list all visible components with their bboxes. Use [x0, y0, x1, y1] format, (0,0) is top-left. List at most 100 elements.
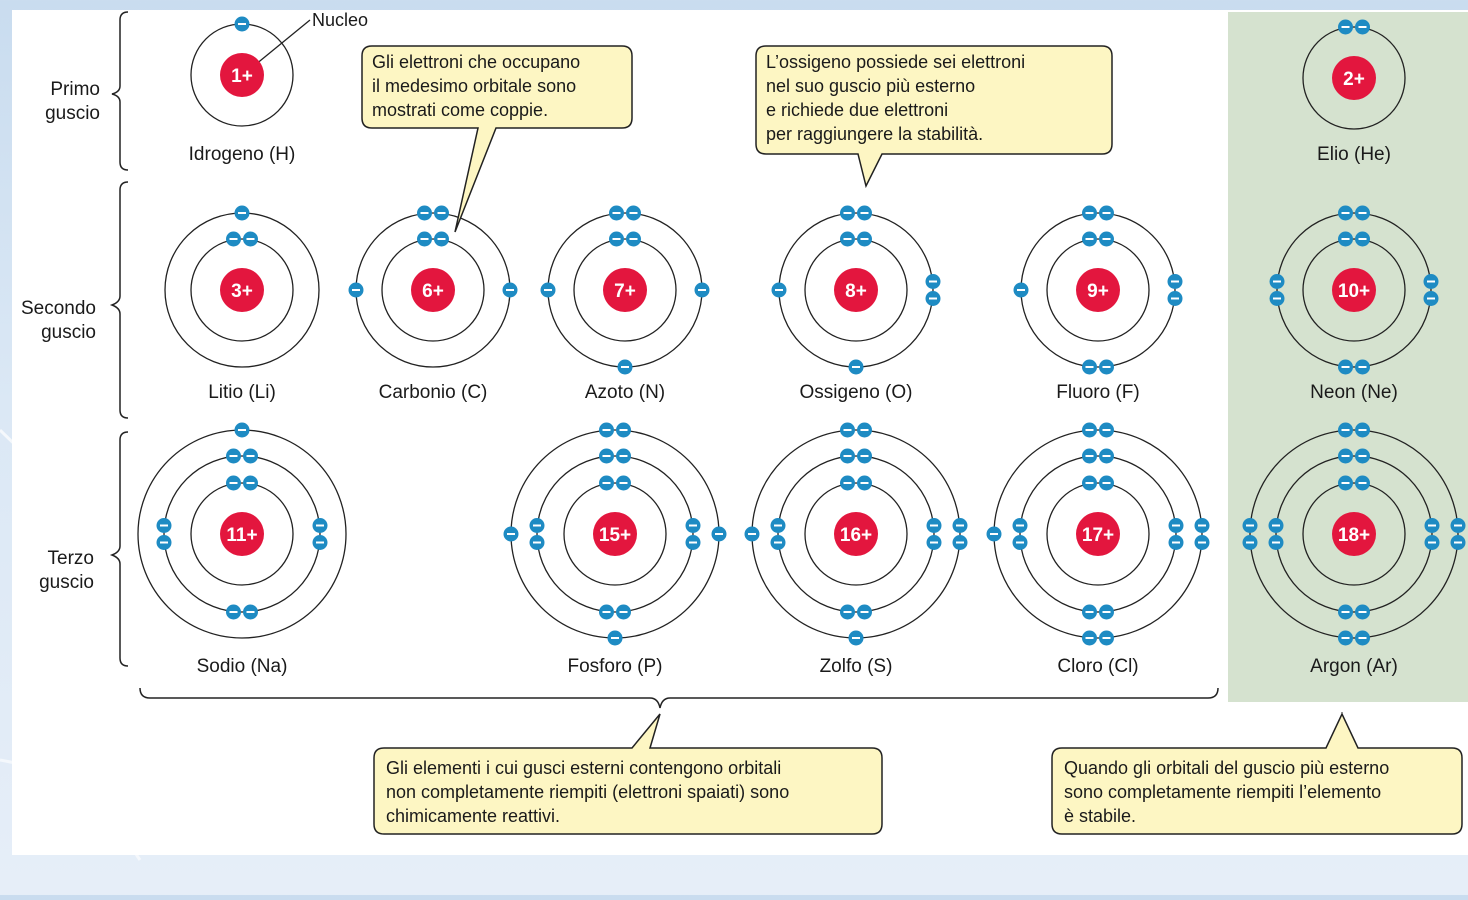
electron: [1194, 535, 1210, 550]
electron: [1450, 518, 1466, 533]
electron: [1099, 205, 1114, 221]
electron: [770, 535, 786, 550]
electron: [694, 282, 710, 298]
electron: [434, 231, 449, 247]
electron: [599, 604, 614, 620]
electron: [840, 422, 855, 438]
electron-shell-ring: [1302, 238, 1406, 342]
electron-shell-ring: [1275, 455, 1433, 613]
electron-shell-ring: [163, 455, 321, 613]
electron: [952, 535, 968, 550]
electron: [744, 526, 760, 542]
atom-11: 16+Zolfo (S): [744, 422, 968, 677]
electron: [1168, 535, 1184, 550]
electron: [417, 205, 432, 221]
electron: [1338, 359, 1353, 375]
electron: [840, 448, 855, 464]
nucleus: [603, 268, 647, 312]
electron: [156, 518, 172, 533]
electron: [685, 518, 701, 533]
element-label: Carbonio (C): [379, 382, 488, 403]
electron: [616, 448, 631, 464]
electron-shell-ring: [1276, 212, 1432, 368]
electron: [616, 604, 631, 620]
element-label: Azoto (N): [585, 382, 665, 403]
callout-oxygen-line-3: e richiede due elettroni: [766, 100, 948, 120]
electron: [840, 205, 855, 221]
electron: [1355, 359, 1370, 375]
electron: [226, 231, 241, 247]
electron-shell-ring: [804, 482, 908, 586]
atom-9: 11+Sodio (Na): [137, 422, 347, 677]
electron: [840, 231, 855, 247]
atom-10: 15+Fosforo (P): [503, 422, 727, 677]
callout-oxygen-line-2: nel suo guscio più esterno: [766, 76, 975, 96]
element-label: Fluoro (F): [1056, 382, 1139, 403]
element-label: Argon (Ar): [1310, 656, 1398, 677]
electron: [840, 604, 855, 620]
electron: [952, 518, 968, 533]
callout-stable-line-3: è stabile.: [1064, 806, 1136, 826]
electron: [1082, 231, 1097, 247]
nucleus: [1332, 512, 1376, 556]
electron: [840, 475, 855, 491]
atom-12: 17+Cloro (Cl): [986, 422, 1210, 677]
brace-secondo: [109, 181, 129, 419]
shell-label-primo-2: guscio: [45, 103, 100, 124]
nucleus: [593, 512, 637, 556]
electron: [925, 291, 941, 306]
nucleus-charge: 8+: [845, 281, 867, 302]
electron-shell-ring: [190, 482, 294, 586]
electron: [616, 475, 631, 491]
atom-5: 7+ Azoto (N): [540, 205, 710, 403]
electron: [1355, 205, 1370, 221]
electron: [607, 630, 623, 646]
nucleus-label: Nucleo: [312, 10, 368, 30]
electron: [1338, 205, 1353, 221]
electron: [857, 448, 872, 464]
element-label: Zolfo (S): [820, 656, 893, 677]
electron-shell-ring: [190, 238, 294, 342]
electron: [243, 475, 258, 491]
shell-label-terzo-2: guscio: [39, 572, 94, 593]
electron-shell-ring: [804, 238, 908, 342]
shell-label-secondo-2: guscio: [41, 322, 96, 343]
nucleus-charge: 7+: [614, 281, 636, 302]
electron: [234, 422, 250, 438]
electron: [1082, 630, 1097, 646]
electron: [1355, 448, 1370, 464]
callout-stable-line-2: sono completamente riempiti l’elemento: [1064, 782, 1381, 802]
nucleus-charge: 11+: [226, 525, 257, 546]
electron: [1338, 475, 1353, 491]
callout-stable: Quando gli orbitali del guscio più ester…: [1051, 712, 1463, 835]
electron: [925, 274, 941, 289]
electron-shell-ring: [536, 455, 694, 613]
callout-reactive: Gli elementi i cui gusci esterni conteng…: [373, 713, 883, 835]
electron: [529, 518, 545, 533]
electron-shell-ring: [573, 238, 677, 342]
electron: [1355, 19, 1370, 35]
noble-gas-panel: [1228, 12, 1468, 702]
electron: [857, 604, 872, 620]
element-label: Neon (Ne): [1310, 382, 1398, 403]
electron-shell-ring: [777, 455, 935, 613]
nucleus-charge: 3+: [231, 281, 253, 302]
electron: [857, 205, 872, 221]
element-label: Elio (He): [1317, 144, 1391, 165]
electron: [312, 518, 328, 533]
nucleus-charge: 6+: [422, 281, 444, 302]
element-label: Idrogeno (H): [189, 144, 296, 165]
atoms-layer: 1+Idrogeno (H)2+Elio (He)3+Litio (Li)6+C…: [137, 16, 1466, 677]
nucleus-charge: 9+: [1087, 281, 1109, 302]
electron: [234, 205, 250, 221]
callout-pairs-line-3: mostrati come coppie.: [372, 100, 548, 120]
electron: [711, 526, 727, 542]
electron: [348, 282, 364, 298]
electron: [1099, 359, 1114, 375]
electron: [1082, 604, 1097, 620]
electron: [857, 422, 872, 438]
shell-label-primo-1: Primo: [50, 79, 100, 100]
electron-shell-ring: [1302, 26, 1406, 130]
electron: [1194, 518, 1210, 533]
